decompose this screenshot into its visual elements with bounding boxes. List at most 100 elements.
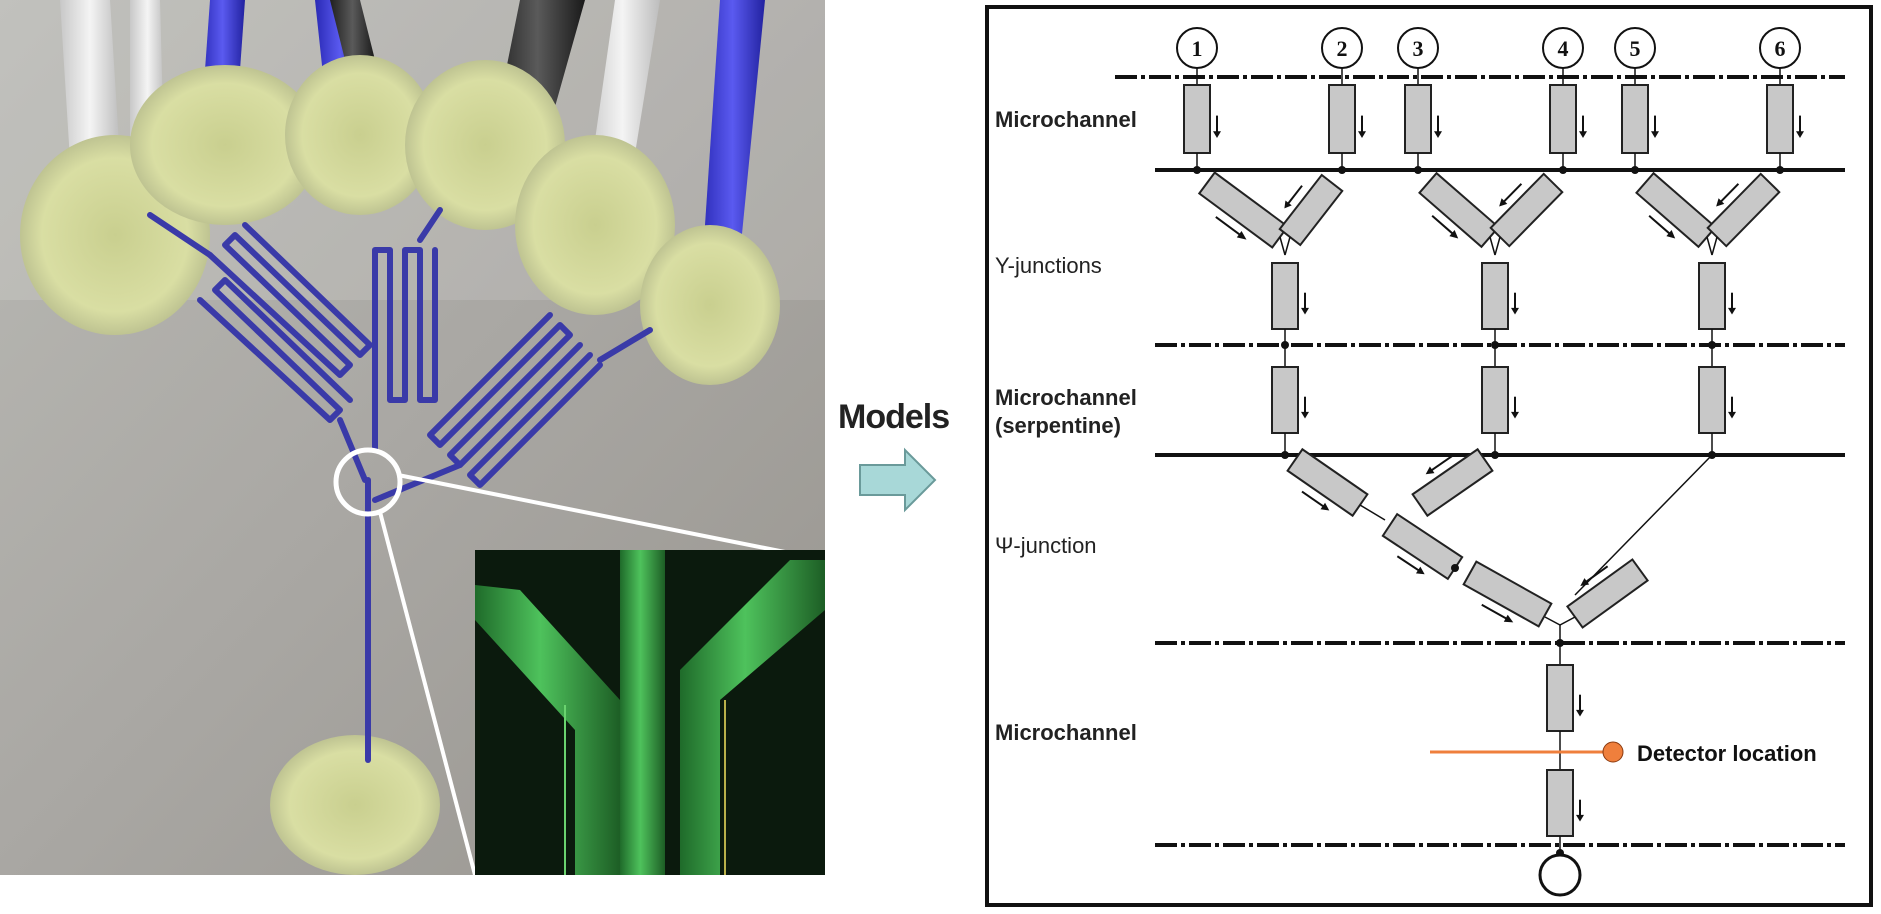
node-dot [1193,166,1201,174]
y-junction-outlet [1481,262,1509,330]
node-dot [1631,166,1639,174]
flow-arrowhead-icon [1503,614,1514,623]
inlet-microchannel [1183,84,1211,154]
converge-right [372,462,463,503]
flow-arrow-icon [1584,565,1609,584]
glue-blob-3 [285,55,435,215]
node-dot [1559,166,1567,174]
flow-arrow-icon [1301,490,1326,509]
node-dot [1338,166,1346,174]
channel-element-body [1411,447,1494,518]
flow-arrowhead-icon [1434,131,1442,139]
connector-wire [1359,504,1386,521]
serpentine-channel [1271,366,1299,434]
chip-photo [0,0,826,876]
flow-arrowhead-icon [1716,198,1725,207]
y-junction-outlet [1698,262,1726,330]
middle-serpentine [372,247,438,453]
inset-left-channel [475,585,620,875]
inlet-lead-1 [147,212,213,258]
connector-wire [1494,236,1501,256]
flow-arrowhead-icon [1301,411,1309,419]
models-label: Models [838,398,950,436]
connector-wire [1574,454,1713,596]
node-dot [1414,166,1422,174]
inlet-microchannel [1766,84,1794,154]
connector-wire [1544,616,1561,626]
channel-element-body [1462,560,1553,628]
right-serpentine-2 [467,352,603,488]
serpentine-channel [1481,366,1509,434]
section-label-y-junctions: Y-junctions [995,253,1102,278]
connector-wire [1279,236,1286,256]
node-dot [1491,451,1499,459]
flow-arrowhead-icon [1511,411,1519,419]
flow-arrowhead-icon [1284,200,1292,209]
flow-arrowhead-icon [1499,198,1508,207]
flow-arrow-icon [1502,183,1523,204]
connector-wire [1706,236,1713,256]
flow-arrow-icon [1429,454,1454,472]
glue-blob-5 [515,135,675,315]
inset-right-channel [680,560,825,875]
flow-arrowhead-icon [1666,230,1676,239]
section-label-microchannel-top: Microchannel [995,107,1137,132]
tube-white-1 [60,0,120,160]
outlet-microchannel-2 [1546,769,1574,837]
flow-arrowhead-icon [1415,566,1425,575]
flow-arrowhead-icon [1320,502,1330,511]
detector-label: Detector location [1637,741,1817,766]
inlet-label: 1 [1192,36,1203,61]
zoom-line-bottom [378,511,477,876]
inlet-microchannel [1404,84,1432,154]
models-arrow [859,447,937,513]
flow-arrowhead-icon [1301,307,1309,315]
left-serpentine-2 [197,277,353,423]
zoom-line-top [397,473,826,562]
schematic-diagram: MicrochannelY-junctionsMicrochannel(serp… [985,5,1873,907]
flow-arrowhead-icon [1358,131,1366,139]
inlet-label: 4 [1558,36,1569,61]
flow-arrowhead-icon [1425,466,1435,475]
flow-arrowhead-icon [1511,307,1519,315]
flow-arrow-icon [1286,185,1303,206]
node-dot [1776,166,1784,174]
inlet-microchannel [1328,84,1356,154]
outlet-circle [1538,853,1582,897]
flow-arrowhead-icon [1579,131,1587,139]
flow-arrow-icon [1396,555,1421,573]
inlet-label: 5 [1630,36,1641,61]
zoom-circle [333,447,403,517]
arrow-shape-icon [859,447,937,513]
inlet-microchannel [1549,84,1577,154]
right-inlet-lead [597,327,653,363]
glue-blob-2 [130,65,320,225]
section-label-microchannel-bottom: Microchannel [995,720,1137,745]
flow-arrow-icon [1648,215,1672,236]
flow-arrowhead-icon [1580,578,1590,587]
flow-arrow-icon [1481,603,1509,621]
converge-left [337,417,368,483]
zoom-callout [333,447,826,876]
inlet-label: 2 [1337,36,1348,61]
inlet-label: 3 [1413,36,1424,61]
psi-center-arm [1411,447,1494,518]
detector-icon [1602,741,1624,763]
inlet-microchannel [1621,84,1649,154]
flow-arrowhead-icon [1236,230,1247,240]
connector-wire [1489,236,1496,256]
connector-wire [1284,236,1291,256]
flow-arrow-icon [1431,215,1455,236]
outlet-microchannel-1 [1546,664,1574,732]
glue-blob-7 [270,735,440,875]
y-junction-outlet [1271,262,1299,330]
flow-arrowhead-icon [1728,411,1736,419]
flow-arrow-icon [1719,183,1740,204]
flow-arrowhead-icon [1796,131,1804,139]
flow-arrowhead-icon [1449,230,1459,239]
node-dot [1281,451,1289,459]
flow-arrowhead-icon [1651,131,1659,139]
glue-blob-6 [640,225,780,385]
psi-left-arm [1286,447,1369,518]
